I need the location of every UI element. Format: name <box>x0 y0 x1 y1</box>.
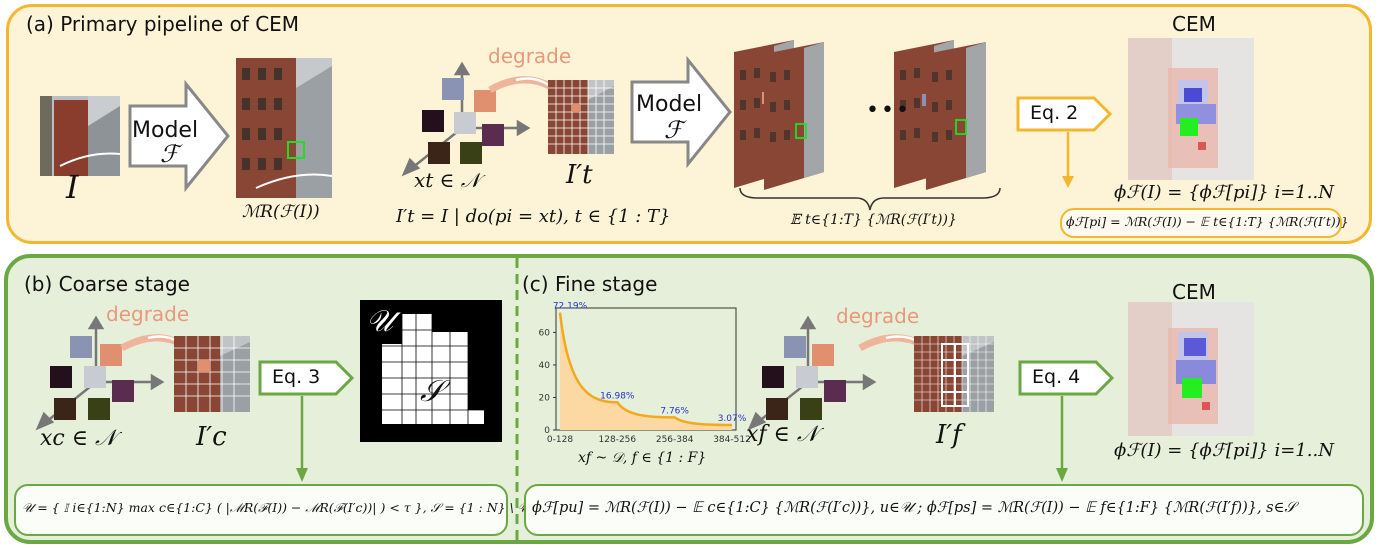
noise-label-b: xc ∈ 𝒩 <box>40 426 117 451</box>
model-arrow <box>128 79 230 193</box>
chart-ytick-label: 20 <box>539 393 551 403</box>
eq2-down-arrow <box>1062 132 1074 188</box>
noise-axes-icon <box>401 61 531 177</box>
mask-s-label: 𝒮 <box>420 374 444 409</box>
chart-data-label: 7.76% <box>660 406 689 416</box>
distribution-chart: 0 20 40 60 0-128 128-256 256-384 384-512 72.19… <box>539 302 751 445</box>
eq2-arrow <box>1016 96 1113 132</box>
fine-equation-box <box>524 484 1364 536</box>
model-output-image <box>236 58 333 198</box>
degrade-label-c: degrade <box>836 304 920 328</box>
chart-area-fill <box>560 312 732 430</box>
degraded-output-stack <box>734 40 986 190</box>
chart-caption: xf ~ 𝒟, f ∈ {1 : F} <box>578 450 707 466</box>
input-label: I <box>66 168 79 206</box>
eq4-arrow <box>1018 360 1115 396</box>
chart-data-label: 3.07% <box>718 414 747 424</box>
coarse-equation-box <box>14 484 508 536</box>
model-output-label: ℳR(ℱ(I)) <box>242 202 320 222</box>
model-symbol-2: ℱ <box>664 116 683 144</box>
noise-axes-icon-c <box>747 315 877 431</box>
expectation-brace <box>739 187 1001 211</box>
chart-line <box>558 312 733 427</box>
chart-data-label: 72.19% <box>553 302 588 312</box>
degraded-label-c: I′f <box>936 420 962 450</box>
chart-data-label: 16.98% <box>600 391 635 401</box>
input-image <box>40 96 121 176</box>
noise-label-c: xf ∈ 𝒩 <box>746 422 818 447</box>
ellipsis: ••• <box>866 98 911 123</box>
cem-heatmap-c <box>1128 302 1254 436</box>
phi-equation: ϕℱ[pi] = ℳR(ℱ(I)) − 𝔼 t∈{1:T} {ℳR(ℱ(I′t)… <box>1066 214 1349 229</box>
chart-xtick-label: 256-384 <box>656 435 694 445</box>
cem-title-a: CEM <box>1172 12 1216 36</box>
noise-axes-icon-b <box>35 315 165 431</box>
panel-a-title: (a) Primary pipeline of CEM <box>26 12 300 36</box>
model-word: Model <box>132 118 199 143</box>
chart-xtick-label: 0-128 <box>547 435 573 445</box>
model-symbol: ℱ <box>160 140 179 168</box>
eq4-label: Eq. 4 <box>1032 366 1081 388</box>
eq3-arrow <box>258 360 355 396</box>
model-arrow-2 <box>630 55 732 169</box>
eq4-down-arrow <box>1056 396 1068 482</box>
eq3-label: Eq. 3 <box>272 366 321 388</box>
phi-def-a: ϕℱ(I) = {ϕℱ[pi]} i=1..N <box>1114 182 1334 203</box>
panel-b-title: (b) Coarse stage <box>24 272 190 296</box>
stage-divider <box>515 258 519 546</box>
panel-c-title: (c) Fine stage <box>522 272 658 296</box>
eq3-down-arrow <box>296 396 308 482</box>
noise-label-a: xt ∈ 𝒩 <box>414 168 480 192</box>
degrade-label-b: degrade <box>106 302 190 326</box>
chart-xtick-label: 128-256 <box>599 435 637 445</box>
phi-equation-box <box>1060 208 1342 238</box>
degraded-image-a <box>548 80 614 154</box>
cem-heatmap-a <box>1128 38 1254 180</box>
chart-ytick-label: 0 <box>544 426 550 436</box>
model-word-2: Model <box>636 92 703 117</box>
coarse-mask <box>360 300 502 442</box>
chart-ytick-label: 60 <box>539 328 551 338</box>
mask-u-label: 𝒰 <box>366 304 393 339</box>
chart-ytick-label: 40 <box>539 361 551 371</box>
eq2-label: Eq. 2 <box>1030 102 1079 124</box>
degraded-image-c <box>914 336 994 412</box>
intervention-equation: I′t = I | do(pi = xt), t ∈ {1 : T} <box>396 206 671 227</box>
degrade-label-a: degrade <box>488 44 572 68</box>
expectation-label: 𝔼 t∈{1:T} {ℳR(ℱ(I′t))} <box>790 212 957 228</box>
degraded-label-a: I′t <box>566 160 593 190</box>
chart-xtick-label: 384-512 <box>713 435 751 445</box>
coarse-equation: 𝒰 = { 𝕀 i∈{1:N} max c∈{1:C} ( |ℳR(ℱ(I)) … <box>22 500 530 515</box>
phi-def-c: ϕℱ(I) = {ϕℱ[pi]} i=1..N <box>1114 440 1334 461</box>
fine-equation: ϕℱ[pu] = ℳR(ℱ(I)) − 𝔼 c∈{1:C} {ℳR(ℱ(I′c)… <box>532 500 1296 516</box>
cem-title-c: CEM <box>1172 280 1216 304</box>
degraded-label-b: I′c <box>196 422 227 452</box>
degraded-image-b <box>174 336 250 412</box>
